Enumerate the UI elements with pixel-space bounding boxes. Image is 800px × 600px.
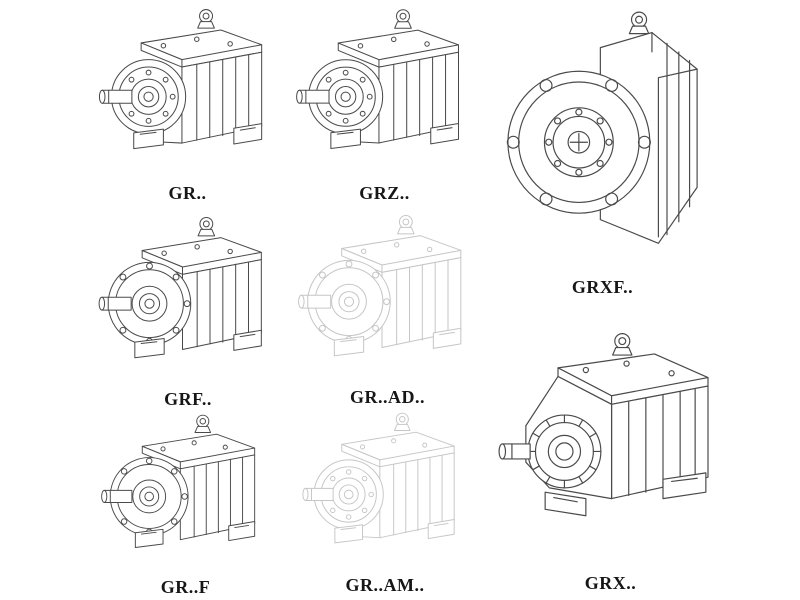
- gearbox-drawing-grxf: [506, 11, 698, 244]
- figure-grx: GRX..: [498, 302, 723, 594]
- figure-label-gr-f: GR..F: [160, 577, 211, 597]
- figure-label-gr: GR..: [168, 183, 207, 203]
- figure-label-grx: GRX..: [584, 573, 637, 593]
- gearbox-drawing-gr-am: [302, 412, 455, 544]
- figure-label-grxf: GRXF..: [571, 277, 634, 297]
- gearbox-drawing-grz: [296, 9, 460, 150]
- figure-gr-f: GR..F: [88, 410, 283, 598]
- figure-label-gr-am: GR..AM..: [345, 575, 425, 595]
- gearbox-drawing-gr-f: [101, 414, 256, 548]
- figure-label-grf: GRF..: [164, 389, 212, 409]
- gearbox-drawing-gr-ad: [298, 214, 462, 357]
- figure-gr-am: GR..AM..: [290, 408, 480, 596]
- figure-label-grz: GRZ..: [359, 183, 410, 203]
- figure-grz: GRZ..: [292, 4, 477, 204]
- figure-grf: GRF..: [88, 212, 288, 410]
- gearbox-drawing-grf: [98, 216, 262, 359]
- figure-gr: GR..: [90, 4, 285, 204]
- figure-grad: GR..AD..: [290, 210, 485, 408]
- gearbox-drawing-gr: [98, 9, 263, 150]
- figure-label-gr-ad: GR..AD..: [350, 387, 425, 407]
- gearbox-drawing-grx: [498, 333, 709, 517]
- figure-grxf: GRXF..: [495, 2, 710, 298]
